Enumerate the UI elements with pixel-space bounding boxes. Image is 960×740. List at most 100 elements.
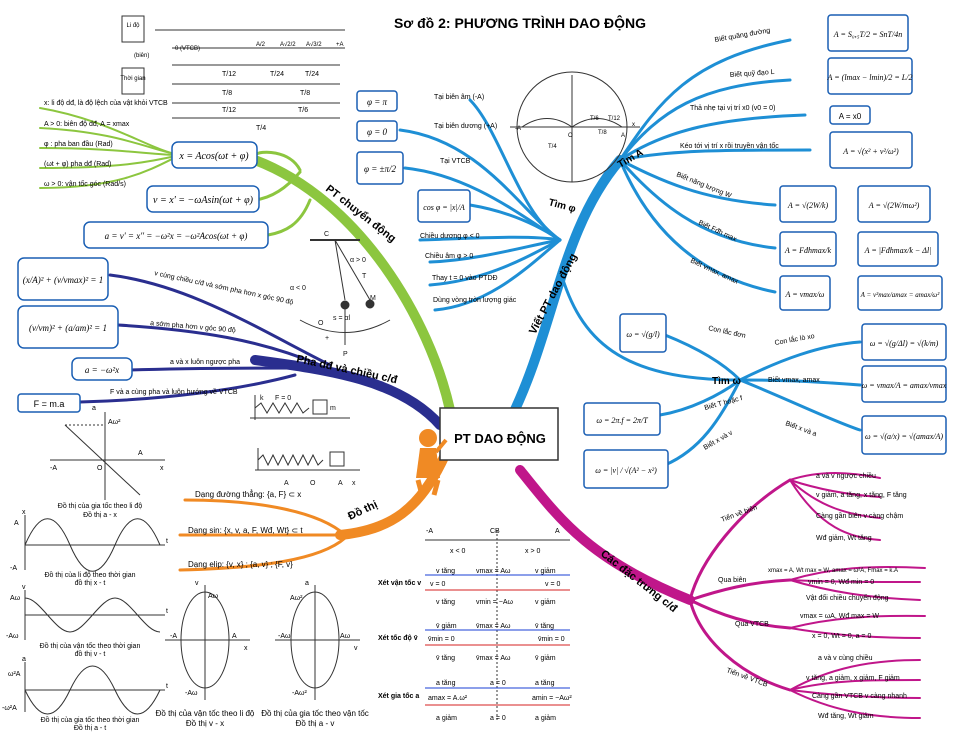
svg-text:Li độ: Li độ (126, 23, 140, 29)
svg-text:Đồ thị a - x: Đồ thị a - x (83, 510, 117, 519)
svg-text:a và v cùng chiều: a và v cùng chiều (818, 653, 873, 662)
svg-text:ω = |v| / √(A² − x²): ω = |v| / √(A² − x²) (595, 466, 657, 475)
svg-text:T: T (362, 273, 367, 280)
svg-text:T/8: T/8 (300, 90, 310, 97)
svg-text:t: t (166, 538, 168, 545)
svg-text:A: A (338, 480, 343, 487)
svg-text:ω = vmax/A = amax/vmax: ω = vmax/A = amax/vmax (862, 381, 947, 390)
svg-text:φ = π: φ = π (367, 97, 388, 107)
svg-text:a: a (22, 656, 26, 663)
svg-text:-Aω: -Aω (6, 633, 19, 640)
svg-text:v̄max = Aω: v̄max = Aω (476, 623, 511, 630)
svg-text:Biết Fđh max: Biết Fđh max (697, 218, 739, 244)
svg-text:A√2/2: A√2/2 (280, 41, 296, 48)
svg-text:v tăng, a giảm, x giảm, F giảm: v tăng, a giảm, x giảm, F giảm (806, 675, 900, 682)
svg-text:T/6: T/6 (298, 107, 308, 114)
svg-text:Biết quãng đường: Biết quãng đường (714, 25, 771, 44)
svg-text:T/6: T/6 (590, 116, 599, 122)
svg-text:x: x (632, 122, 635, 128)
formula-box-x: x = Acos(ωt + φ) (171, 141, 258, 169)
tim-phi-items: Tại biên âm (-A) Tại biên dương (+A) Tại… (420, 94, 517, 304)
svg-text:T/4: T/4 (548, 144, 557, 150)
svg-text:A: A (232, 633, 237, 640)
svg-text:A = √(2W/mω²): A = √(2W/mω²) (868, 201, 920, 210)
svg-text:Dạng đường thẳng: {a, F} ⊂ x: Dạng đường thẳng: {a, F} ⊂ x (195, 490, 301, 499)
svg-text:A = √(x² + v²/ω²): A = √(x² + v²/ω²) (842, 147, 899, 156)
graph-v-t: v Aω -Aω t Đồ thị của vận tốc theo thời … (6, 584, 168, 658)
svg-text:F và a cùng pha và luôn hướng: F và a cùng pha và luôn hướng về VTCB (110, 387, 238, 396)
svg-text:cos φ = |x|/A: cos φ = |x|/A (423, 203, 465, 212)
svg-text:x > 0: x > 0 (525, 548, 540, 555)
svg-text:Đồ thị của gia tốc theo vận tố: Đồ thị của gia tốc theo vận tốc (261, 709, 369, 718)
svg-text:Chiều dương φ < 0: Chiều dương φ < 0 (420, 231, 480, 240)
svg-text:-ω²A: -ω²A (2, 705, 17, 712)
formula-box-a-vmax: A = vmax/ω A = v²max/amax = amax/ω² (779, 275, 943, 311)
svg-text:A: A (284, 480, 289, 487)
svg-text:α > 0: α > 0 (350, 257, 366, 264)
svg-text:xmax = A, Wt max = W, amax = ω: xmax = A, Wt max = W, amax = ω²A, Fmax =… (768, 568, 898, 574)
svg-text:Đồ thị của vận tốc theo li độ: Đồ thị của vận tốc theo li độ (156, 709, 255, 718)
svg-text:a: a (92, 405, 96, 412)
svg-text:0 (VTCB): 0 (VTCB) (175, 46, 200, 52)
svg-text:v = x' = −ωAsin(ωt + φ): v = x' = −ωAsin(ωt + φ) (153, 195, 254, 206)
branch-lines (39, 38, 926, 719)
graph-a-t: a ω²A -ω²A t Đồ thị của gia tốc theo thờ… (2, 656, 168, 732)
svg-text:a giảm: a giảm (436, 715, 457, 722)
svg-text:T/8: T/8 (222, 90, 232, 97)
svg-text:a và v ngược chiều: a và v ngược chiều (816, 471, 876, 480)
formula-box-f-ma: F = m.a (17, 393, 81, 413)
svg-text:A = x0: A = x0 (839, 112, 862, 121)
formula-box-omega-period: ω = 2π.f = 2π/T (583, 402, 661, 436)
svg-text:Xét tốc độ v̄: Xét tốc độ v̄ (378, 634, 418, 642)
svg-text:+: + (325, 335, 329, 342)
formula-box-phi-half-pi: φ = ±π/2 (356, 151, 404, 185)
svg-text:Càng gần biên v càng chậm: Càng gần biên v càng chậm (816, 511, 903, 520)
svg-text:Đồ thị của vận tốc theo thời g: Đồ thị của vận tốc theo thời gian (40, 641, 141, 650)
motion-table: -A CB A x < 0 x > 0 Xét vận tốc v v tăng… (378, 528, 572, 722)
svg-text:A: A (621, 133, 625, 139)
svg-text:Tại biên dương (+A): Tại biên dương (+A) (434, 123, 497, 130)
svg-text:φ : pha ban đầu (Rad): φ : pha ban đầu (Rad) (44, 139, 113, 148)
svg-text:CB: CB (490, 528, 500, 535)
branch-label-do-thi: Đồ thị (346, 499, 379, 523)
sub-label-tim-a: Tìm A (616, 147, 645, 170)
formula-box-omega-vmax: ω = vmax/A = amax/vmax (861, 365, 947, 403)
svg-text:Tại VTCB: Tại VTCB (440, 158, 471, 165)
svg-text:Biết vmax, amax: Biết vmax, amax (689, 256, 740, 286)
center-node: PT DAO ĐỘNG (415, 407, 559, 496)
svg-text:P: P (343, 351, 348, 358)
svg-text:(x/A)² + (v/vmax)² = 1: (x/A)² + (v/vmax)² = 1 (23, 275, 104, 285)
svg-text:s = αl: s = αl (333, 315, 351, 322)
top-timeline: Li độ Thời gian (biên) 0 (VTCB) A/2 A√2/… (120, 15, 345, 132)
sub-label-tim-phi: Tìm φ (547, 197, 577, 215)
svg-text:A/2: A/2 (256, 42, 266, 48)
graph-a-x: a Aω² -A A x O Đồ thị của gia tốc theo l… (50, 405, 165, 519)
svg-text:x: x (352, 480, 356, 487)
svg-text:T/24: T/24 (305, 71, 319, 78)
graph-a-v: a Aω² -Aω² -Aω Aω v Đồ thị của gia tốc t… (261, 580, 369, 728)
svg-text:A: A (555, 528, 560, 535)
svg-text:Đồ thị v - x: Đồ thị v - x (186, 719, 224, 728)
svg-text:v = 0: v = 0 (430, 581, 445, 588)
svg-text:a = 0: a = 0 (490, 680, 506, 687)
svg-text:x: li độ dđ, là độ lệch của vậ: x: li độ dđ, là độ lệch của vật khỏi VTC… (44, 99, 168, 107)
svg-text:O: O (310, 480, 316, 487)
svg-text:k: k (260, 395, 264, 402)
svg-text:Kéo tới vị trí x rồi truyền vậ: Kéo tới vị trí x rồi truyền vận tốc (680, 141, 779, 150)
svg-text:a tăng: a tăng (436, 680, 456, 687)
svg-text:đồ thị v - t: đồ thị v - t (75, 649, 106, 658)
spring-sketch-2: A O A x (255, 448, 360, 487)
svg-text:-A: -A (50, 465, 57, 472)
svg-text:Thay t = 0 vào PTDĐ: Thay t = 0 vào PTDĐ (432, 275, 498, 282)
svg-text:φ = 0: φ = 0 (367, 127, 388, 137)
svg-text:Tiến về VTCB: Tiến về VTCB (725, 665, 769, 688)
svg-text:Vật đổi chiều chuyển động: Vật đổi chiều chuyển động (806, 593, 889, 602)
svg-text:ω = √(g/Δl) = √(k/m): ω = √(g/Δl) = √(k/m) (870, 339, 939, 348)
svg-text:vmin = 0, Wđ min = 0: vmin = 0, Wđ min = 0 (808, 579, 874, 586)
svg-text:T/12: T/12 (608, 116, 621, 122)
formula-box-cos-phi: cos φ = |x|/A (417, 189, 471, 223)
svg-text:x: x (244, 645, 248, 652)
svg-text:Con lắc lò xo: Con lắc lò xo (774, 331, 816, 347)
svg-text:Xét gia tốc a: Xét gia tốc a (378, 692, 419, 700)
formula-box-omega-xa: ω = √(a/x) = √(amax/A) (861, 415, 947, 455)
